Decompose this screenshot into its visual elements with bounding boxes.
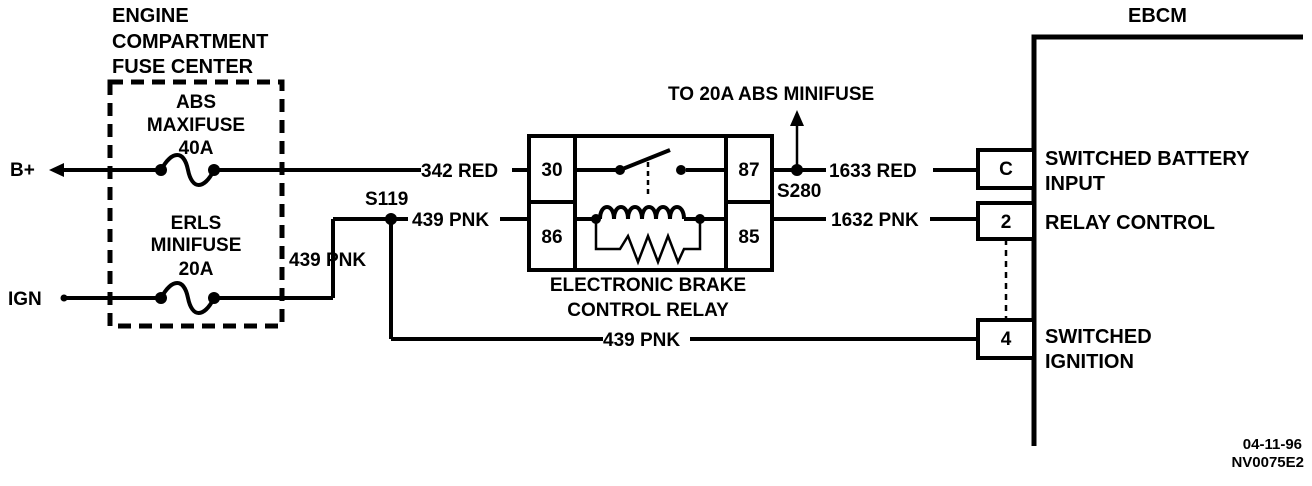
relay-switch [575, 148, 726, 196]
ebcm-pin-2: 2 [1001, 212, 1012, 233]
wire-439-left-label: 439 PNK [289, 250, 366, 271]
abs-fuse-symbol [155, 153, 220, 187]
splice-s280-label: S280 [777, 181, 821, 202]
relay-name-line-2: CONTROL RELAY [567, 300, 729, 321]
diagram-code: NV0075E2 [1231, 454, 1304, 471]
abs-fuse-type: MAXIFUSE [147, 115, 245, 136]
abs-minifuse-note: TO 20A ABS MINIFUSE [668, 84, 874, 105]
abs-fuse-name: ABS [176, 92, 216, 113]
ebcm-connector-c [976, 148, 1036, 190]
ebcm-module: EBCM C SWITCHED BATTERY INPUT 2 RELAY CO… [976, 5, 1303, 446]
ebcm-pin-c-label-line-1: SWITCHED BATTERY [1045, 148, 1250, 170]
battery-label: B+ [10, 160, 35, 181]
fuse-center-title-line-3: FUSE CENTER [112, 56, 254, 78]
ebcm-connector-4 [976, 318, 1036, 360]
relay-pin-86: 86 [541, 227, 562, 248]
relay-resistor [594, 219, 702, 266]
fuse-center: ENGINE COMPARTMENT FUSE CENTER ABS MAXIF… [107, 5, 285, 329]
abs-minifuse-arrow [790, 110, 804, 170]
ebcm-pin-2-label: RELAY CONTROL [1045, 212, 1215, 234]
ignition-label: IGN [8, 289, 42, 310]
ebcm-pin-c: C [999, 159, 1013, 180]
wire-439-top-label: 439 PNK [412, 210, 489, 231]
ebcm-pin-4-label-line-1: SWITCHED [1045, 326, 1152, 348]
wire-1633-label: 1633 RED [829, 161, 917, 182]
ebcm-pin-4: 4 [1001, 329, 1012, 350]
battery-arrow [49, 163, 161, 177]
relay-pin-85: 85 [738, 227, 760, 248]
fuse-center-title-line-2: COMPARTMENT [112, 31, 268, 53]
abs-fuse-rating: 40A [179, 138, 214, 159]
relay-pin-30: 30 [541, 160, 562, 181]
erls-fuse-name: ERLS [171, 213, 222, 234]
wire-1632-label: 1632 PNK [831, 210, 919, 231]
wire-439-bottom-label: 439 PNK [603, 330, 680, 351]
erls-fuse-symbol [155, 281, 220, 315]
erls-fuse-rating: 20A [179, 259, 214, 280]
ebcm-pin-c-label-line-2: INPUT [1045, 173, 1105, 195]
diagram-date: 04-11-96 [1243, 436, 1302, 453]
relay-pin-87: 87 [738, 160, 759, 181]
relay: 30 86 87 85 ELECTRONIC BRAKE CONTROL REL… [527, 134, 774, 321]
fuse-center-boundary [107, 79, 285, 329]
wire-342-label: 342 RED [421, 161, 498, 182]
wire-439-pnk-ignition [389, 219, 978, 341]
erls-fuse-type: MINIFUSE [151, 235, 242, 256]
ebcm-pin-4-label-line-2: IGNITION [1045, 351, 1134, 373]
relay-name-line-1: ELECTRONIC BRAKE [550, 275, 746, 296]
fuse-center-title-line-1: ENGINE [112, 5, 189, 27]
ebcm-connector-2 [976, 201, 1036, 241]
ebcm-boundary [1031, 34, 1303, 446]
ignition-terminal [60, 294, 161, 302]
ebcm-title: EBCM [1128, 5, 1187, 27]
splice-s119-label: S119 [365, 189, 408, 210]
relay-coil [575, 205, 726, 224]
